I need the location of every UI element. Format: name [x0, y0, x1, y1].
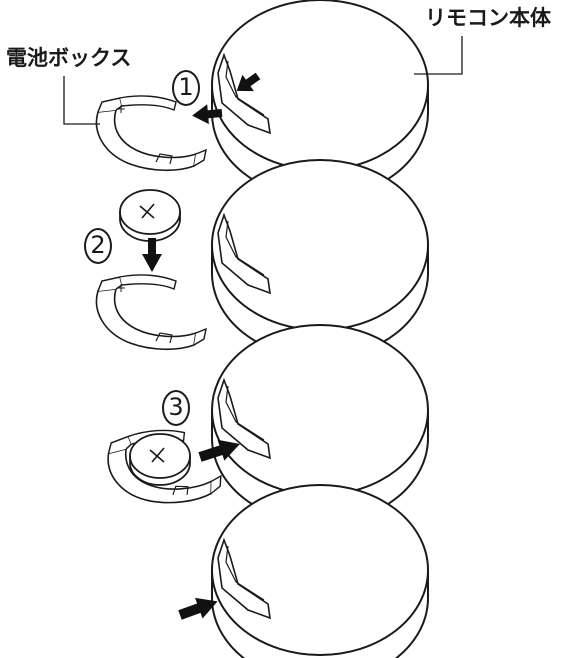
- battery-plus-mark: +: [116, 281, 127, 295]
- arrow-icon: [178, 597, 218, 620]
- battery-label-leader: [63, 76, 100, 125]
- step-number-3: 3: [162, 390, 190, 426]
- remote-label-leader: [414, 36, 463, 75]
- remote-body-label: リモコン本体: [425, 6, 551, 30]
- remote-body-icon: [211, 484, 429, 658]
- step-number-1: 1: [172, 70, 200, 106]
- battery-box-icon: [95, 95, 207, 172]
- arrow-icon: [198, 439, 240, 462]
- step-number-2: 2: [84, 228, 112, 264]
- coin-battery-icon: [119, 189, 181, 242]
- coin-battery-icon: [129, 433, 191, 486]
- battery-box-label: 電池ボックス: [6, 46, 132, 70]
- battery-plus-mark: +: [116, 102, 127, 116]
- arrow-icon: [236, 72, 261, 92]
- battery-box-icon: [95, 274, 207, 351]
- arrow-icon: [192, 104, 223, 125]
- arrow-icon: [142, 238, 162, 272]
